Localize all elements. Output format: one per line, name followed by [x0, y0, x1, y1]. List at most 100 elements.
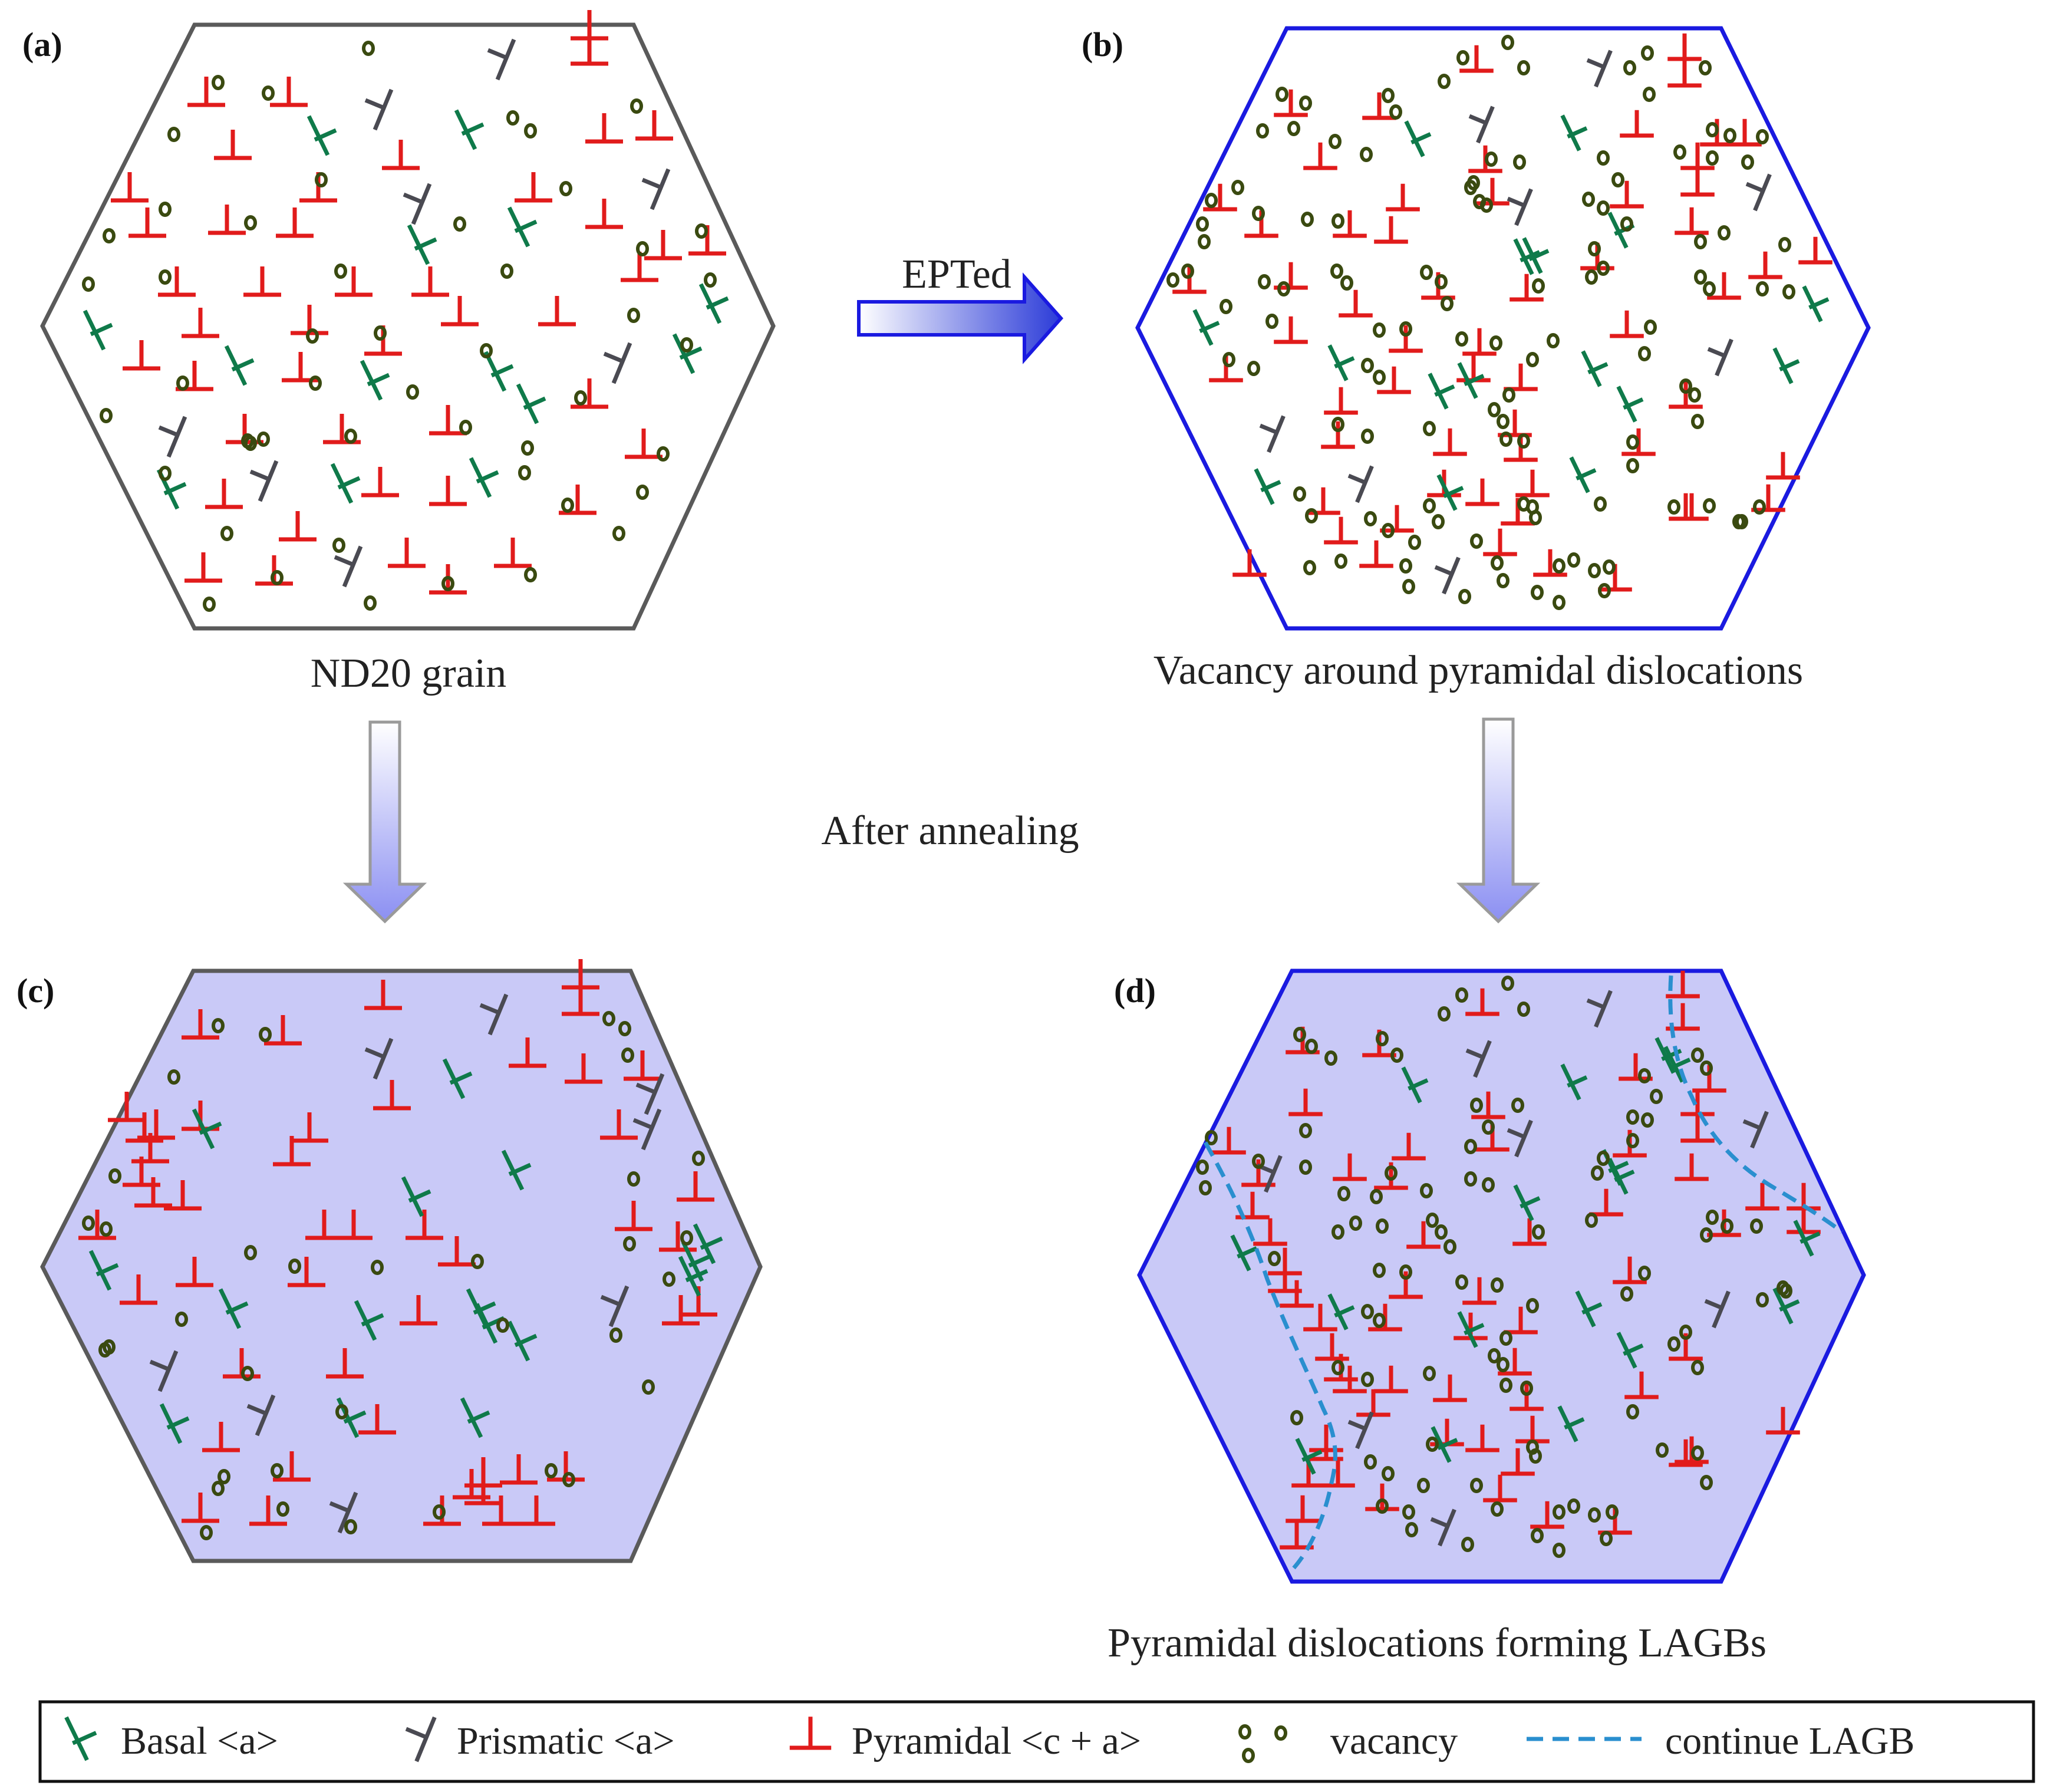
- vacancy-circle: [1703, 498, 1716, 513]
- pyramidal-dislocation-symbol: [429, 405, 467, 436]
- prismatic-dislocation-symbol: [364, 88, 394, 131]
- pyramidal-dislocation-symbol: [429, 476, 467, 506]
- vacancy-circle: [1331, 417, 1344, 432]
- vacancy-circle: [1620, 1286, 1633, 1302]
- vacancy-circle: [524, 123, 537, 139]
- vacancy-circle: [506, 110, 519, 126]
- vacancy-circle: [1532, 278, 1545, 294]
- basal-dislocation-symbol: [1401, 1066, 1429, 1103]
- vacancy-circle: [167, 127, 180, 142]
- vacancy-circle: [1700, 1475, 1713, 1490]
- pyramidal-dislocation-symbol: [1667, 33, 1702, 61]
- pyramidal-dislocation-symbol: [273, 1451, 311, 1482]
- pyramidal-dislocation-symbol: [1680, 169, 1715, 197]
- vacancy-circle: [1205, 193, 1218, 208]
- pyramidal-dislocation-symbol: [662, 1295, 700, 1326]
- vacancy-circle: [663, 1271, 675, 1287]
- vacancy-circle: [612, 526, 625, 541]
- vacancy-circle: [1553, 595, 1565, 610]
- vacancy-circle: [1777, 1280, 1789, 1296]
- pyramidal-dislocation-symbol: [208, 205, 246, 235]
- vacancy-circle: [1247, 361, 1260, 376]
- basal-dislocation-symbol: [1457, 1311, 1485, 1348]
- pyramidal-dislocation-symbol: [1675, 207, 1709, 235]
- pyramidal-dislocation-symbol: [625, 429, 663, 459]
- pyramidal-dislocation-symbol: [164, 1180, 202, 1211]
- vacancy-circle: [1455, 331, 1468, 347]
- prismatic-dislocation-symbol: [1465, 1040, 1492, 1078]
- vacancy-circle: [1491, 1277, 1504, 1293]
- vacancy-circle: [1641, 1112, 1654, 1128]
- vacancy-circle: [1458, 589, 1471, 604]
- vacancy-circle: [1276, 87, 1288, 102]
- basal-dislocation-symbol: [360, 360, 390, 401]
- vacancy-circle: [212, 75, 225, 90]
- pyramidal-dislocation-symbol: [1253, 1218, 1287, 1246]
- vacancy-circle: [1331, 1360, 1344, 1375]
- vacancy-circle: [1667, 499, 1680, 515]
- vacancy-circle: [1499, 431, 1512, 447]
- prismatic-dislocation-symbol: [1430, 1508, 1456, 1547]
- prismatic-dislocation-symbol: [600, 1285, 629, 1327]
- legend-vacancy-label: vacancy: [1330, 1719, 1458, 1763]
- vacancy-circle: [309, 375, 322, 391]
- vacancy-circle: [1638, 1266, 1651, 1281]
- vacancy-circle: [1299, 95, 1312, 111]
- panel-d-dislocations: [1196, 970, 1821, 1558]
- pyramidal-dislocation-symbol: [571, 378, 608, 409]
- vacancy-circle: [559, 181, 572, 196]
- vacancy-circle: [100, 408, 113, 423]
- vacancy-circle: [496, 1317, 509, 1333]
- vacancy-circle: [1517, 433, 1530, 449]
- vacancy-circle: [1756, 1292, 1769, 1307]
- basal-dislocation-symbol: [698, 283, 729, 324]
- basal-dislocation-symbol: [516, 383, 546, 424]
- vacancy-circle: [1426, 1213, 1439, 1228]
- vacancy-circle: [1231, 180, 1244, 195]
- pyramidal-dislocation-symbol: [1530, 1501, 1564, 1529]
- vacancy-circle: [1464, 180, 1477, 195]
- vacancy-circle: [1205, 1130, 1218, 1145]
- pyramidal-dislocation-symbol: [111, 172, 149, 203]
- vacancy-circle: [1499, 1330, 1512, 1346]
- pyramidal-dislocation-symbol: [1766, 1406, 1800, 1435]
- vacancy-circle: [1778, 237, 1791, 252]
- vacancy-circle: [1464, 1171, 1477, 1187]
- grain-hexagon-b: [1135, 26, 1871, 631]
- vacancy-circle: [1301, 212, 1314, 227]
- pyramidal-dislocation-symbol: [1356, 1389, 1390, 1417]
- vacancy-circle: [1597, 261, 1610, 276]
- pyramidal-dislocation-symbol: [137, 1109, 175, 1140]
- pyramidal-dislocation-symbol: [182, 1009, 219, 1040]
- pyramidal-dislocation-symbol: [1533, 549, 1567, 577]
- vacancy-circle: [1488, 402, 1501, 417]
- vacancy-circle: [1293, 486, 1306, 502]
- vacancy-circle: [203, 597, 216, 612]
- vacancy-circle: [262, 85, 275, 101]
- vacancy-circle: [1480, 197, 1493, 213]
- vacancy-circle: [1405, 1522, 1418, 1537]
- vacancy-circle: [1529, 1448, 1542, 1464]
- prismatic-dislocation-symbol: [158, 416, 187, 458]
- basal-dislocation-symbol: [1772, 1287, 1800, 1325]
- vacancy-circle: [1532, 1224, 1545, 1240]
- vacancy-circle: [1782, 284, 1795, 299]
- pyramidal-dislocation-symbol: [482, 1495, 520, 1526]
- vacancy-circle: [1340, 275, 1353, 291]
- pyramidal-dislocation-symbol: [361, 467, 399, 498]
- vacancy-circle: [1667, 1336, 1680, 1352]
- vacancy-circle: [406, 384, 419, 400]
- vacancy-circle: [518, 465, 531, 480]
- vacancy-circle: [259, 1027, 272, 1042]
- basal-dislocation-symbol: [442, 1058, 473, 1099]
- vacancy-circle: [1638, 346, 1651, 361]
- pyramidal-dislocation-symbol: [1406, 1221, 1441, 1249]
- basal-dislocation-symbol: [1254, 468, 1281, 505]
- vacancy-circle: [1489, 335, 1502, 351]
- vacancy-circle: [1196, 216, 1209, 232]
- pyramidal-dislocation-symbol: [388, 538, 426, 568]
- pyramidal-dislocation-symbol: [789, 1717, 832, 1750]
- vacancy-circle: [704, 272, 717, 288]
- vacancy-circle: [1198, 234, 1211, 249]
- vacancy-circle: [1274, 1725, 1287, 1741]
